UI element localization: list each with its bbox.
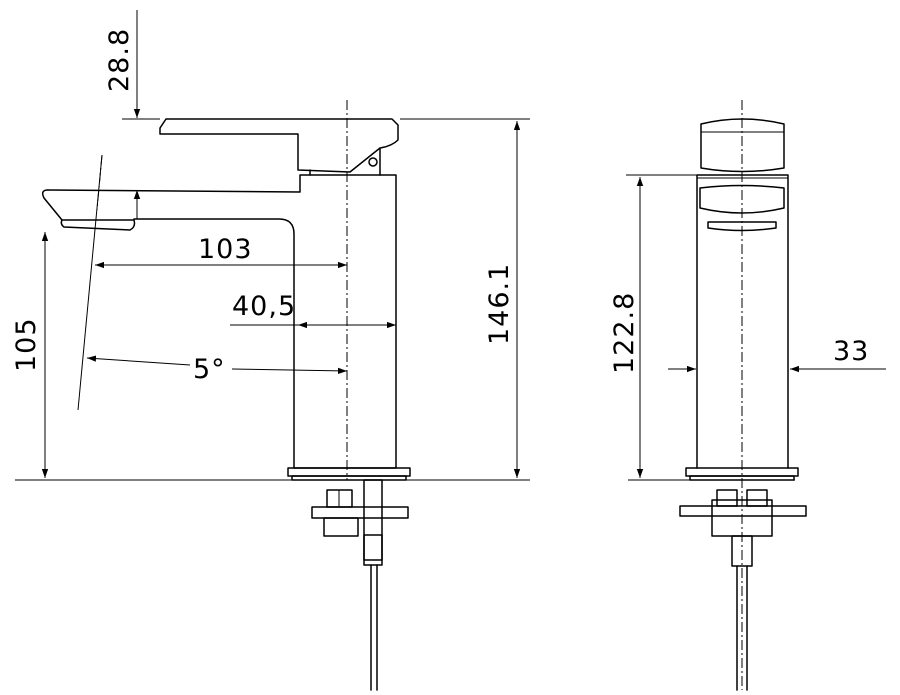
dim-label-side-height: 122.8 xyxy=(609,292,640,374)
spout xyxy=(41,189,136,231)
lever-pivot-screw xyxy=(368,157,378,167)
base-plate xyxy=(287,467,411,477)
dim-label-total-height: 146.1 xyxy=(484,263,515,345)
dim-label-spout-gap: 28.8 xyxy=(104,28,135,92)
angle-axis-dashed xyxy=(96,154,103,211)
lever-handle xyxy=(159,118,399,173)
dim-label-spout-height: 105 xyxy=(11,317,42,372)
dim-label-diameter: 33 xyxy=(833,336,869,367)
dim-label-half-width: 40,5 xyxy=(232,291,296,322)
front-dimensions: 28.8 103 40,5 5° 105 146.1 xyxy=(11,10,530,478)
side-lower-connector xyxy=(731,535,753,567)
dim-label-angle: 5° xyxy=(193,354,226,385)
mount-bracket xyxy=(323,517,359,537)
front-view xyxy=(15,100,530,691)
side-nut-left xyxy=(716,489,738,507)
side-outlet xyxy=(699,184,785,214)
side-lever-cap xyxy=(700,118,785,173)
dim-line-angle-left xyxy=(86,355,191,366)
threaded-rod xyxy=(363,479,383,561)
lever-pivot xyxy=(309,147,381,176)
dim-label-spout-reach: 103 xyxy=(198,234,253,265)
side-view xyxy=(628,100,807,691)
side-dimensions: 122.8 33 xyxy=(609,174,886,478)
side-base-plate-lower xyxy=(689,475,795,481)
faucet-body xyxy=(47,174,397,469)
side-aerator xyxy=(707,221,777,232)
side-washer xyxy=(679,505,807,517)
side-nut-right xyxy=(746,489,768,507)
lower-connector xyxy=(363,534,383,566)
base-plate-lower xyxy=(291,475,407,481)
mount-washer xyxy=(311,506,409,519)
dim-line-angle-right xyxy=(231,367,348,374)
side-upper-body xyxy=(696,174,789,469)
